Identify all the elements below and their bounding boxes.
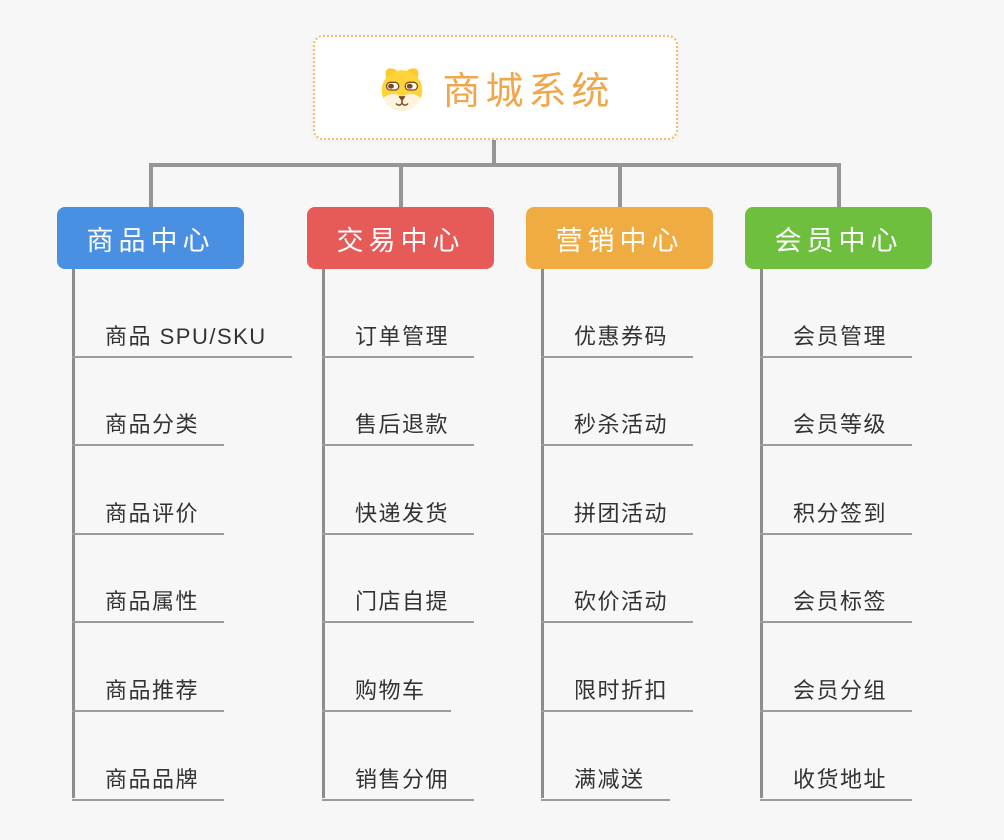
branch-column-marketing: 优惠券码 秒杀活动 拼团活动 砍价活动 限时折扣 满减送 xyxy=(541,269,694,801)
mindmap-item[interactable]: 收货地址 xyxy=(760,712,913,801)
mindmap-item[interactable]: 销售分佣 xyxy=(322,712,475,801)
mindmap-item[interactable]: 商品分类 xyxy=(72,358,225,447)
dropper-line-members xyxy=(837,167,841,207)
branch-column-trade: 订单管理 售后退款 快递发货 门店自提 购物车 销售分佣 xyxy=(322,269,475,801)
mindmap-item[interactable]: 购物车 xyxy=(322,623,451,712)
branch-column-products: 商品 SPU/SKU 商品分类 商品评价 商品属性 商品推荐 商品品牌 xyxy=(72,269,292,801)
mindmap-item[interactable]: 商品推荐 xyxy=(72,623,225,712)
branch-node-marketing[interactable]: 营销中心 xyxy=(526,207,713,269)
dog-face-icon xyxy=(382,67,423,111)
dropper-line-marketing xyxy=(618,167,622,207)
branch-node-members[interactable]: 会员中心 xyxy=(745,207,932,269)
root-node-title: 商城系统 xyxy=(442,71,615,113)
mindmap-item[interactable]: 会员标签 xyxy=(760,535,913,624)
mindmap-item[interactable]: 售后退款 xyxy=(322,358,475,447)
mindmap-item[interactable]: 商品品牌 xyxy=(72,712,225,801)
mindmap-item[interactable]: 快递发货 xyxy=(322,446,475,535)
mindmap-item[interactable]: 限时折扣 xyxy=(541,623,694,712)
connector-rail-line xyxy=(149,163,841,167)
mindmap-item[interactable]: 会员等级 xyxy=(760,358,913,447)
mindmap-item[interactable]: 积分签到 xyxy=(760,446,913,535)
dropper-line-products xyxy=(149,167,153,207)
mindmap-item[interactable]: 商品 SPU/SKU xyxy=(72,269,292,358)
root-node[interactable]: 商城系统 xyxy=(313,35,678,140)
mindmap-item[interactable]: 砍价活动 xyxy=(541,535,694,624)
branch-node-products[interactable]: 商品中心 xyxy=(57,207,244,269)
mindmap-item[interactable]: 秒杀活动 xyxy=(541,358,694,447)
root-stem-line xyxy=(492,140,496,163)
mindmap-item[interactable]: 会员分组 xyxy=(760,623,913,712)
mindmap-item[interactable]: 拼团活动 xyxy=(541,446,694,535)
mindmap-item[interactable]: 满减送 xyxy=(541,712,670,801)
mindmap-item[interactable]: 门店自提 xyxy=(322,535,475,624)
branch-node-trade[interactable]: 交易中心 xyxy=(307,207,494,269)
mindmap-item[interactable]: 优惠券码 xyxy=(541,269,694,358)
mindmap-item[interactable]: 商品评价 xyxy=(72,446,225,535)
mindmap-item[interactable]: 订单管理 xyxy=(322,269,475,358)
mindmap-item[interactable]: 商品属性 xyxy=(72,535,225,624)
mindmap-item[interactable]: 会员管理 xyxy=(760,269,913,358)
dropper-line-trade xyxy=(399,167,403,207)
branch-column-members: 会员管理 会员等级 积分签到 会员标签 会员分组 收货地址 xyxy=(760,269,913,801)
